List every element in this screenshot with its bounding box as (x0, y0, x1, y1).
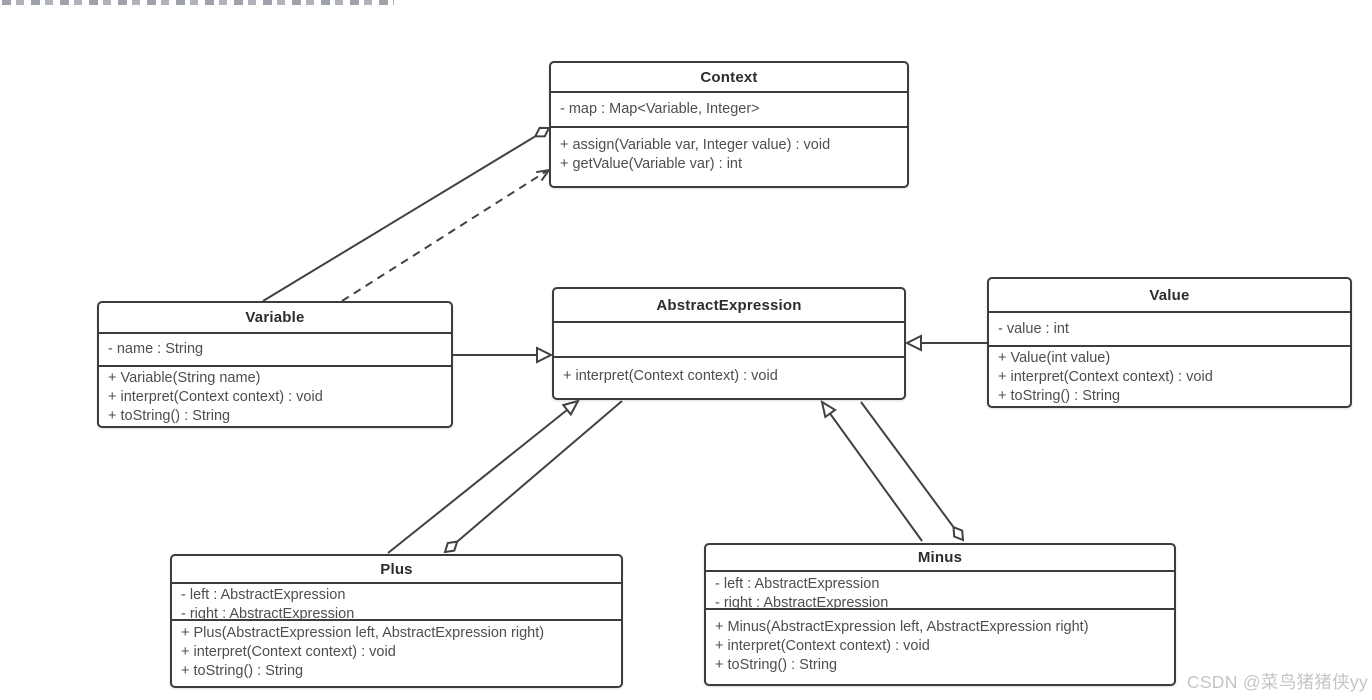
aggregation-variable-context (262, 126, 551, 302)
class-attributes (554, 321, 904, 356)
class-title: Variable (245, 309, 305, 326)
aggregation-abstractexpression-plus (443, 400, 623, 554)
method: + Value(int value) (998, 350, 1111, 366)
hollow-diamond-icon (533, 126, 551, 138)
hollow-triangle-icon (561, 399, 580, 417)
class-value: Value - value : int + Value(int value) +… (987, 277, 1352, 408)
method: + toString() : String (998, 388, 1121, 404)
class-abstractexpression: AbstractExpression + interpret(Context c… (552, 287, 906, 400)
attribute: - right : AbstractExpression (715, 595, 889, 608)
hollow-triangle-icon (904, 334, 922, 352)
hollow-triangle-icon (536, 346, 554, 364)
hollow-triangle-icon (820, 399, 837, 419)
generalization-minus-abstractexpression (820, 399, 923, 542)
method: + Plus(AbstractExpression left, Abstract… (181, 625, 545, 641)
class-methods: + Plus(AbstractExpression left, Abstract… (172, 619, 621, 684)
class-context: Context - map : Map<Variable, Integer> +… (549, 61, 909, 188)
class-attributes: - left : AbstractExpression - right : Ab… (706, 570, 1174, 608)
aggregation-abstractexpression-minus (860, 401, 965, 542)
class-title: Context (700, 68, 758, 86)
generalization-variable-abstractexpression (453, 346, 554, 364)
class-attributes: - left : AbstractExpression - right : Ab… (172, 582, 621, 619)
clipped-caption-strip (2, 0, 394, 5)
class-attributes: - value : int (989, 311, 1350, 345)
attribute: - left : AbstractExpression (181, 587, 346, 603)
class-attributes: - name : String (99, 332, 451, 365)
attribute: - right : AbstractExpression (181, 606, 355, 619)
attribute: - value : int (998, 321, 1069, 337)
csdn-watermark: CSDN @菜鸟猪猪侠yy (1186, 672, 1368, 692)
class-attributes: - map : Map<Variable, Integer> (551, 91, 907, 126)
method: + interpret(Context context) : void (181, 644, 396, 660)
method: + interpret(Context context) : void (563, 368, 778, 384)
class-methods: + interpret(Context context) : void (554, 356, 904, 396)
method: + getValue(Variable var) : int (560, 156, 743, 172)
class-methods: + Value(int value) + interpret(Context c… (989, 345, 1350, 404)
class-methods: + assign(Variable var, Integer value) : … (551, 126, 907, 184)
class-minus: Minus - left : AbstractExpression - righ… (704, 543, 1176, 686)
attribute: - name : String (108, 341, 204, 357)
class-plus: Plus - left : AbstractExpression - right… (170, 554, 623, 688)
class-methods: + Variable(String name) + interpret(Cont… (99, 365, 451, 424)
class-variable: Variable - name : String + Variable(Stri… (97, 301, 453, 428)
attribute: - map : Map<Variable, Integer> (560, 101, 760, 117)
generalization-value-abstractexpression (904, 334, 987, 352)
class-title: Minus (917, 549, 963, 566)
class-title: AbstractExpression (656, 296, 802, 314)
method: + Minus(AbstractExpression left, Abstrac… (715, 619, 1089, 635)
attribute: - left : AbstractExpression (715, 576, 880, 592)
method: + interpret(Context context) : void (715, 638, 930, 654)
hollow-diamond-icon (952, 525, 965, 542)
method: + Variable(String name) (108, 370, 261, 386)
hollow-diamond-icon (443, 540, 459, 554)
class-title: Value (1149, 286, 1190, 304)
class-methods: + Minus(AbstractExpression left, Abstrac… (706, 608, 1174, 682)
open-arrow-icon (536, 168, 552, 182)
method: + interpret(Context context) : void (108, 389, 323, 405)
generalization-plus-abstractexpression (387, 399, 580, 554)
class-title: Plus (380, 560, 413, 578)
method: + toString() : String (108, 408, 231, 424)
method: + toString() : String (715, 657, 838, 673)
method: + interpret(Context context) : void (998, 369, 1213, 385)
method: + assign(Variable var, Integer value) : … (560, 137, 831, 153)
method: + toString() : String (181, 663, 304, 679)
